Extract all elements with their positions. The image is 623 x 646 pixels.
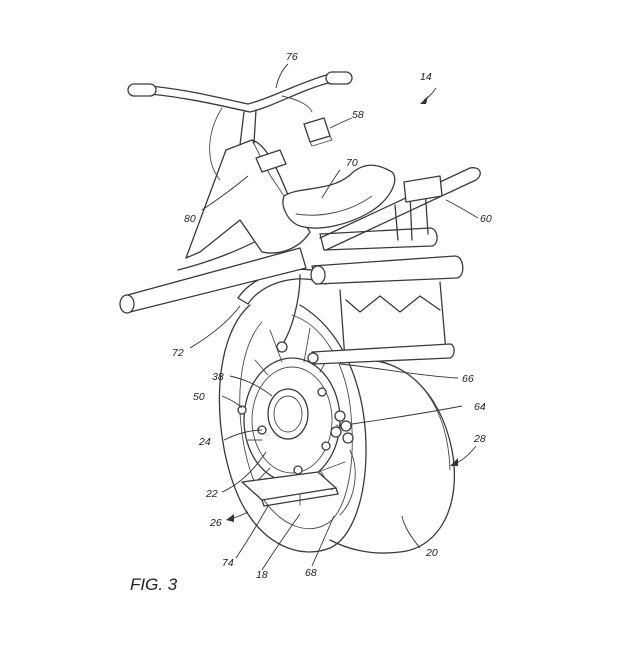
- footrest: [241, 461, 346, 507]
- main-frame: [119, 109, 396, 314]
- ref-38: 38: [212, 371, 224, 383]
- reference-numerals: 76 14 58 70 80 60 72 38 66 50 64 28 24 2…: [172, 51, 492, 581]
- ref-18: 18: [256, 569, 268, 581]
- ref-22: 22: [205, 488, 218, 500]
- ref-24: 24: [198, 436, 211, 448]
- ref-14: 14: [420, 71, 432, 83]
- ref-28: 28: [473, 433, 486, 445]
- leader-lines: [189, 63, 479, 571]
- ref-66: 66: [462, 373, 474, 385]
- ref-80: 80: [184, 213, 196, 225]
- ref-50: 50: [193, 391, 205, 403]
- ref-60: 60: [480, 213, 492, 225]
- rear-subframe: [307, 167, 481, 365]
- handlebar: [127, 71, 353, 181]
- ref-64: 64: [474, 401, 486, 413]
- remote-controller: [303, 117, 333, 147]
- figure-caption: FIG. 3: [130, 575, 178, 594]
- electrical-connectors: [237, 405, 356, 516]
- ref-76: 76: [286, 51, 298, 63]
- ref-68: 68: [305, 567, 317, 579]
- reference-arrows: [226, 87, 477, 522]
- ref-72: 72: [172, 347, 184, 359]
- ref-20: 20: [425, 547, 438, 559]
- ref-26: 26: [209, 517, 222, 529]
- ref-58: 58: [352, 109, 364, 121]
- ref-70: 70: [346, 157, 358, 169]
- ref-74: 74: [222, 557, 234, 569]
